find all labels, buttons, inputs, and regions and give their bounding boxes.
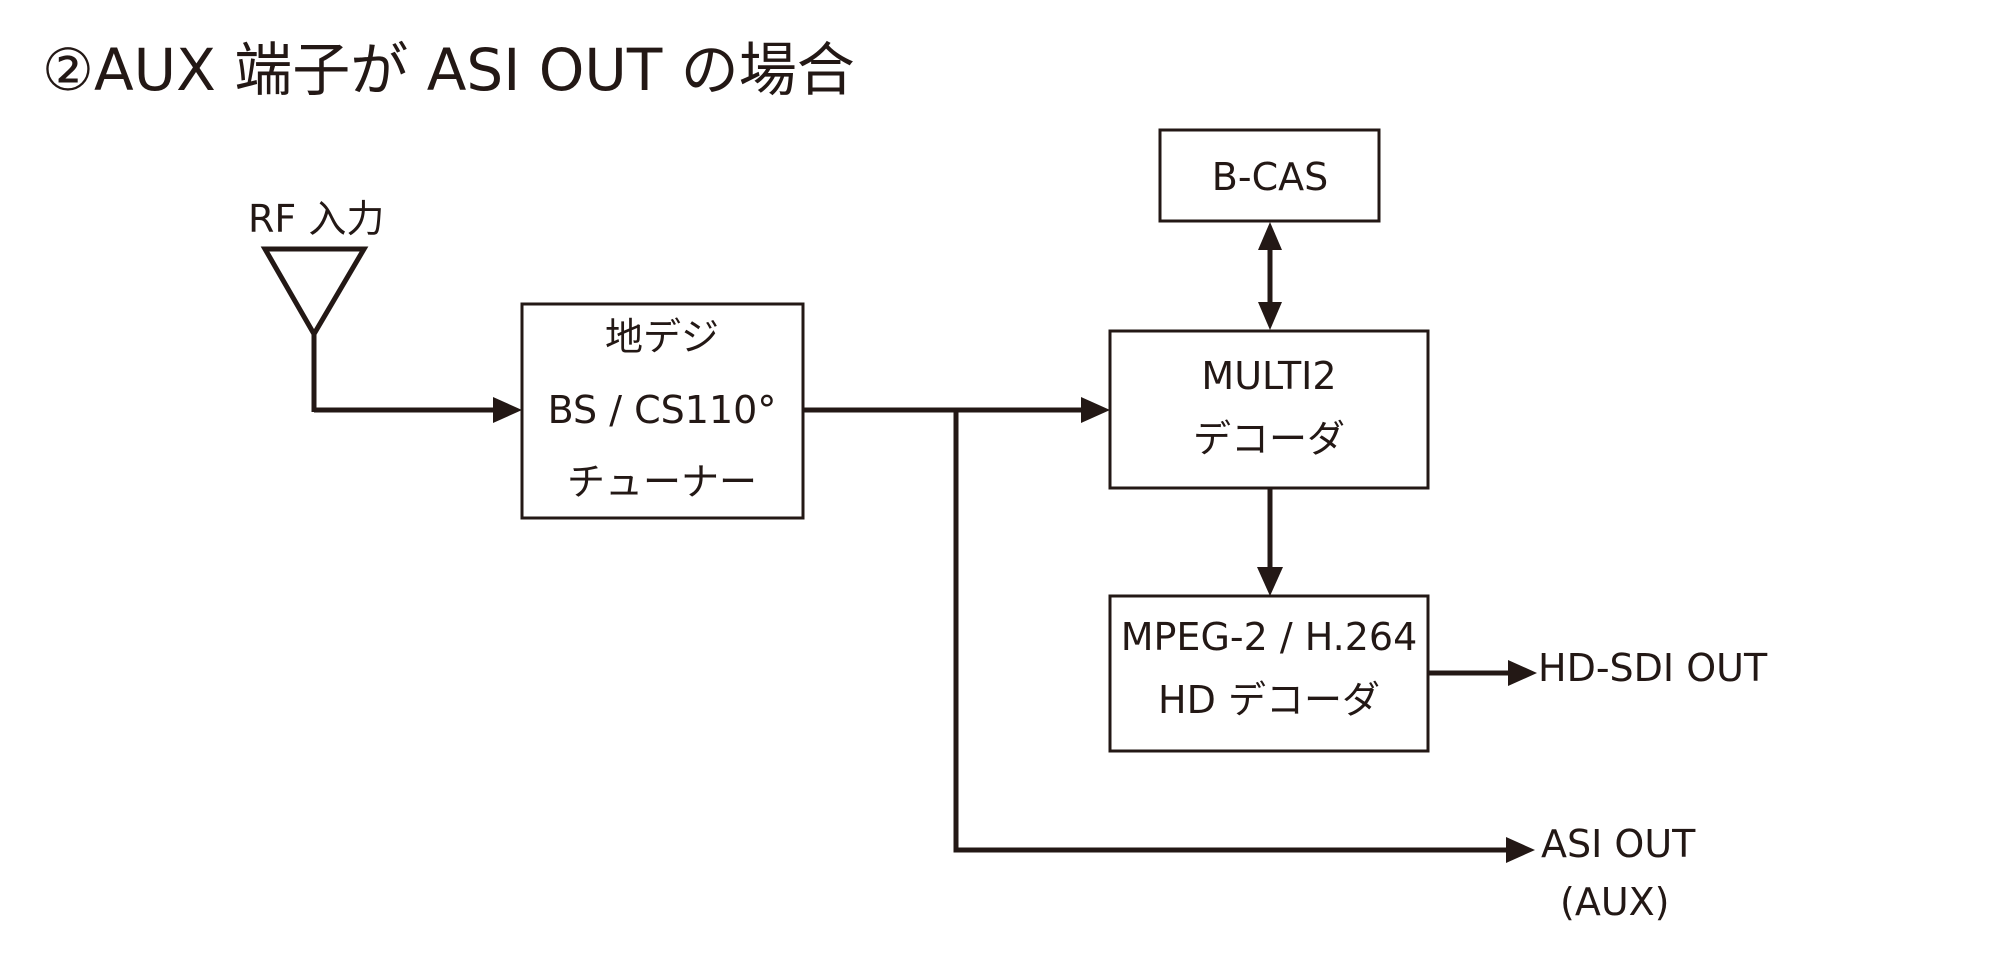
tuner-label-line2: BS / CS110° [548, 388, 777, 432]
multi2-label-line1: MULTI2 [1201, 354, 1336, 398]
hd-sdi-out-label: HD-SDI OUT [1538, 646, 1768, 690]
wire-branch-to-asi-out [953, 410, 1535, 863]
bcas-label: B-CAS [1212, 155, 1328, 199]
bcas-block: B-CAS [1158, 128, 1381, 223]
page-title: ②AUX 端子が ASI OUT の場合 [42, 36, 855, 104]
antenna-icon [260, 246, 369, 412]
hd-decoder-block: MPEG-2 / H.264 HD デコーダ [1108, 594, 1430, 753]
wire-tuner-to-multi2 [803, 397, 1110, 423]
wire-hd-decoder-to-hd-sdi [1428, 660, 1537, 686]
wire-multi2-to-hd-decoder [1257, 488, 1283, 596]
rf-input-label: RF 入力 [248, 197, 384, 241]
hd-decoder-label-line1: MPEG-2 / H.264 [1121, 615, 1418, 659]
tuner-label-line3: チューナー [567, 460, 757, 504]
wire-bcas-multi2-bidirectional [1258, 222, 1282, 330]
wire-antenna-to-tuner [314, 397, 522, 423]
multi2-decoder-block: MULTI2 デコーダ [1108, 329, 1430, 490]
asi-out-aux-label: (AUX) [1560, 880, 1670, 924]
hd-decoder-label-line2: HD デコーダ [1158, 678, 1380, 722]
tuner-block: 地デジ BS / CS110° チューナー [520, 302, 805, 520]
asi-out-label: ASI OUT [1541, 822, 1696, 866]
multi2-label-line2: デコーダ [1193, 417, 1345, 461]
tuner-label-line1: 地デジ [605, 315, 719, 359]
